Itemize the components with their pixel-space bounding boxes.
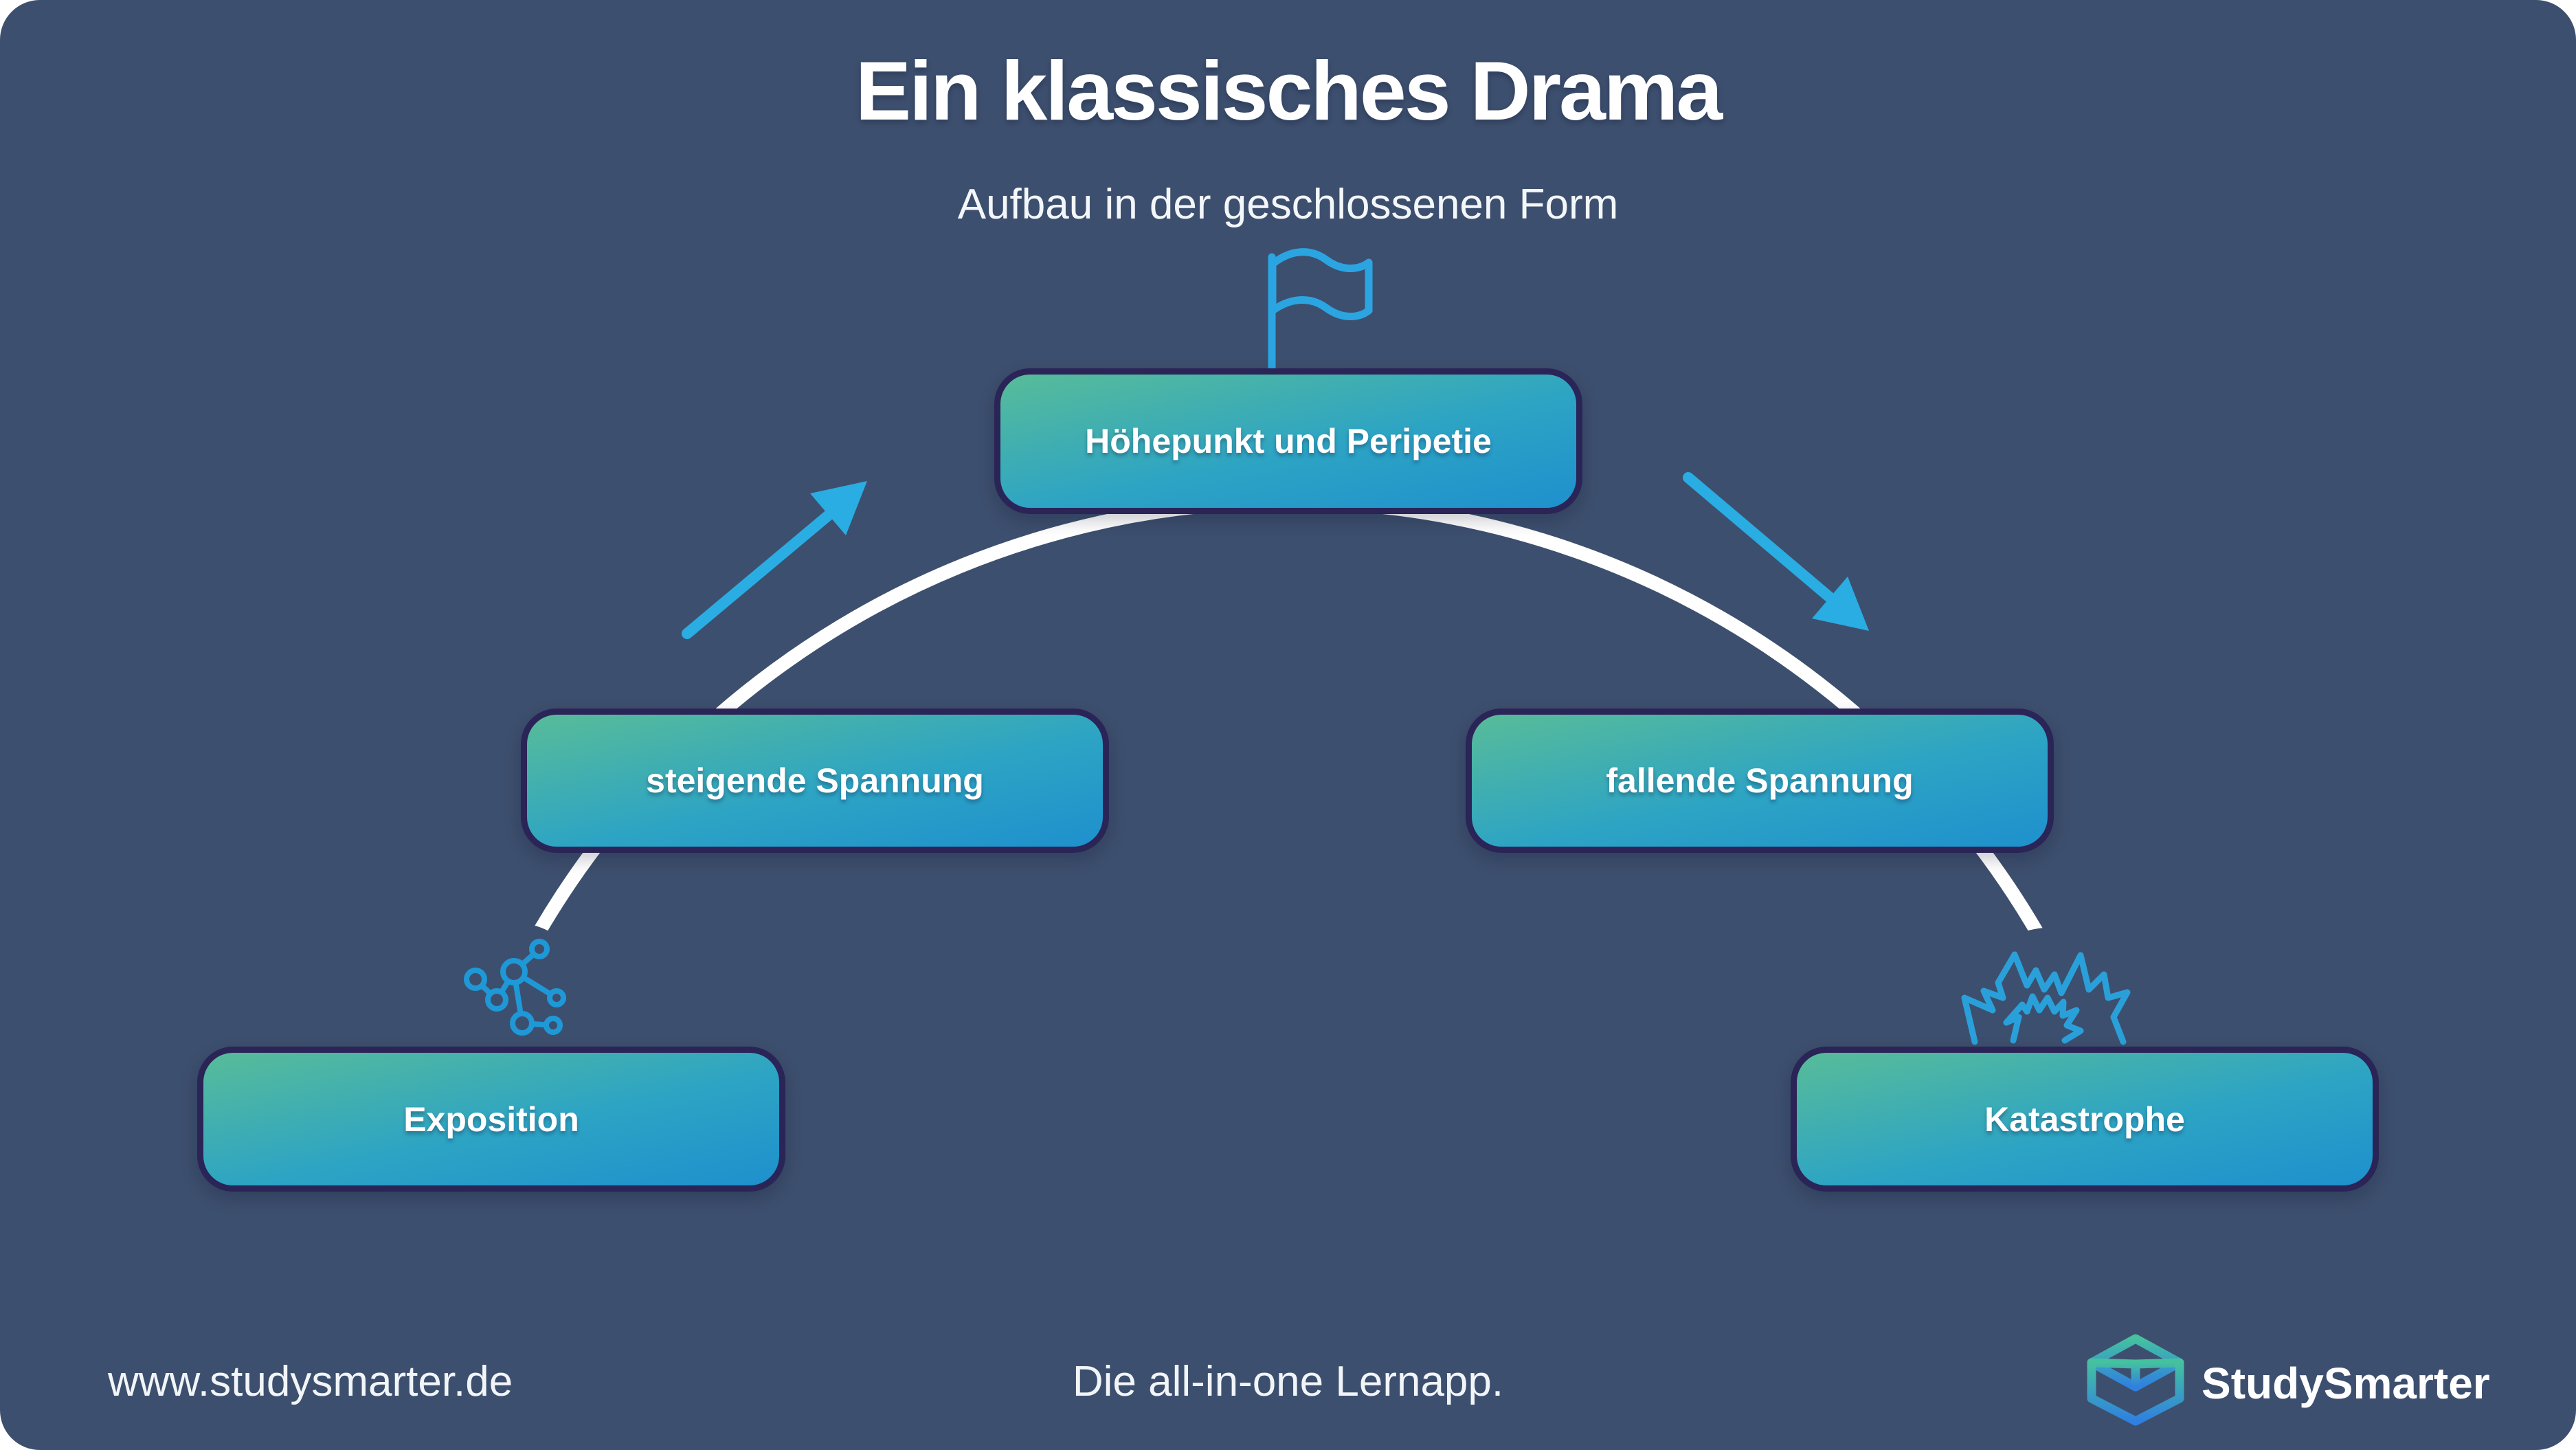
node-fallende-spannung: fallende Spannung <box>1466 709 2054 853</box>
footer-tagline: Die all-in-one Lernapp. <box>1072 1358 1504 1405</box>
page-title: Ein klassisches Drama <box>855 44 1723 137</box>
arrow-falling-icon <box>1683 472 1869 631</box>
node-label: steigende Spannung <box>646 761 984 800</box>
node-label: Höhepunkt und Peripetie <box>1085 422 1492 460</box>
node-katastrophe: Katastrophe <box>1791 1047 2379 1192</box>
node-label: Exposition <box>403 1100 579 1139</box>
node-exposition: Exposition <box>197 1047 785 1192</box>
node-label: fallende Spannung <box>1606 761 1914 800</box>
node-label: Katastrophe <box>1984 1100 2185 1139</box>
brand-wordmark: StudySmarter <box>2202 1359 2490 1408</box>
burst-icon <box>1961 951 2131 1045</box>
node-steigende-spannung: steigende Spannung <box>521 709 1109 853</box>
flag-icon <box>1268 248 1373 372</box>
website-link[interactable]: www.studysmarter.de <box>108 1358 513 1405</box>
page-subtitle: Aufbau in der geschlossenen Form <box>957 181 1619 228</box>
network-icon <box>464 939 566 1036</box>
studysmarter-logo-icon <box>2087 1334 2184 1426</box>
arrow-rising-icon <box>682 481 867 639</box>
node-hoehepunkt-und-peripetie: Höhepunkt und Peripetie <box>994 368 1582 514</box>
